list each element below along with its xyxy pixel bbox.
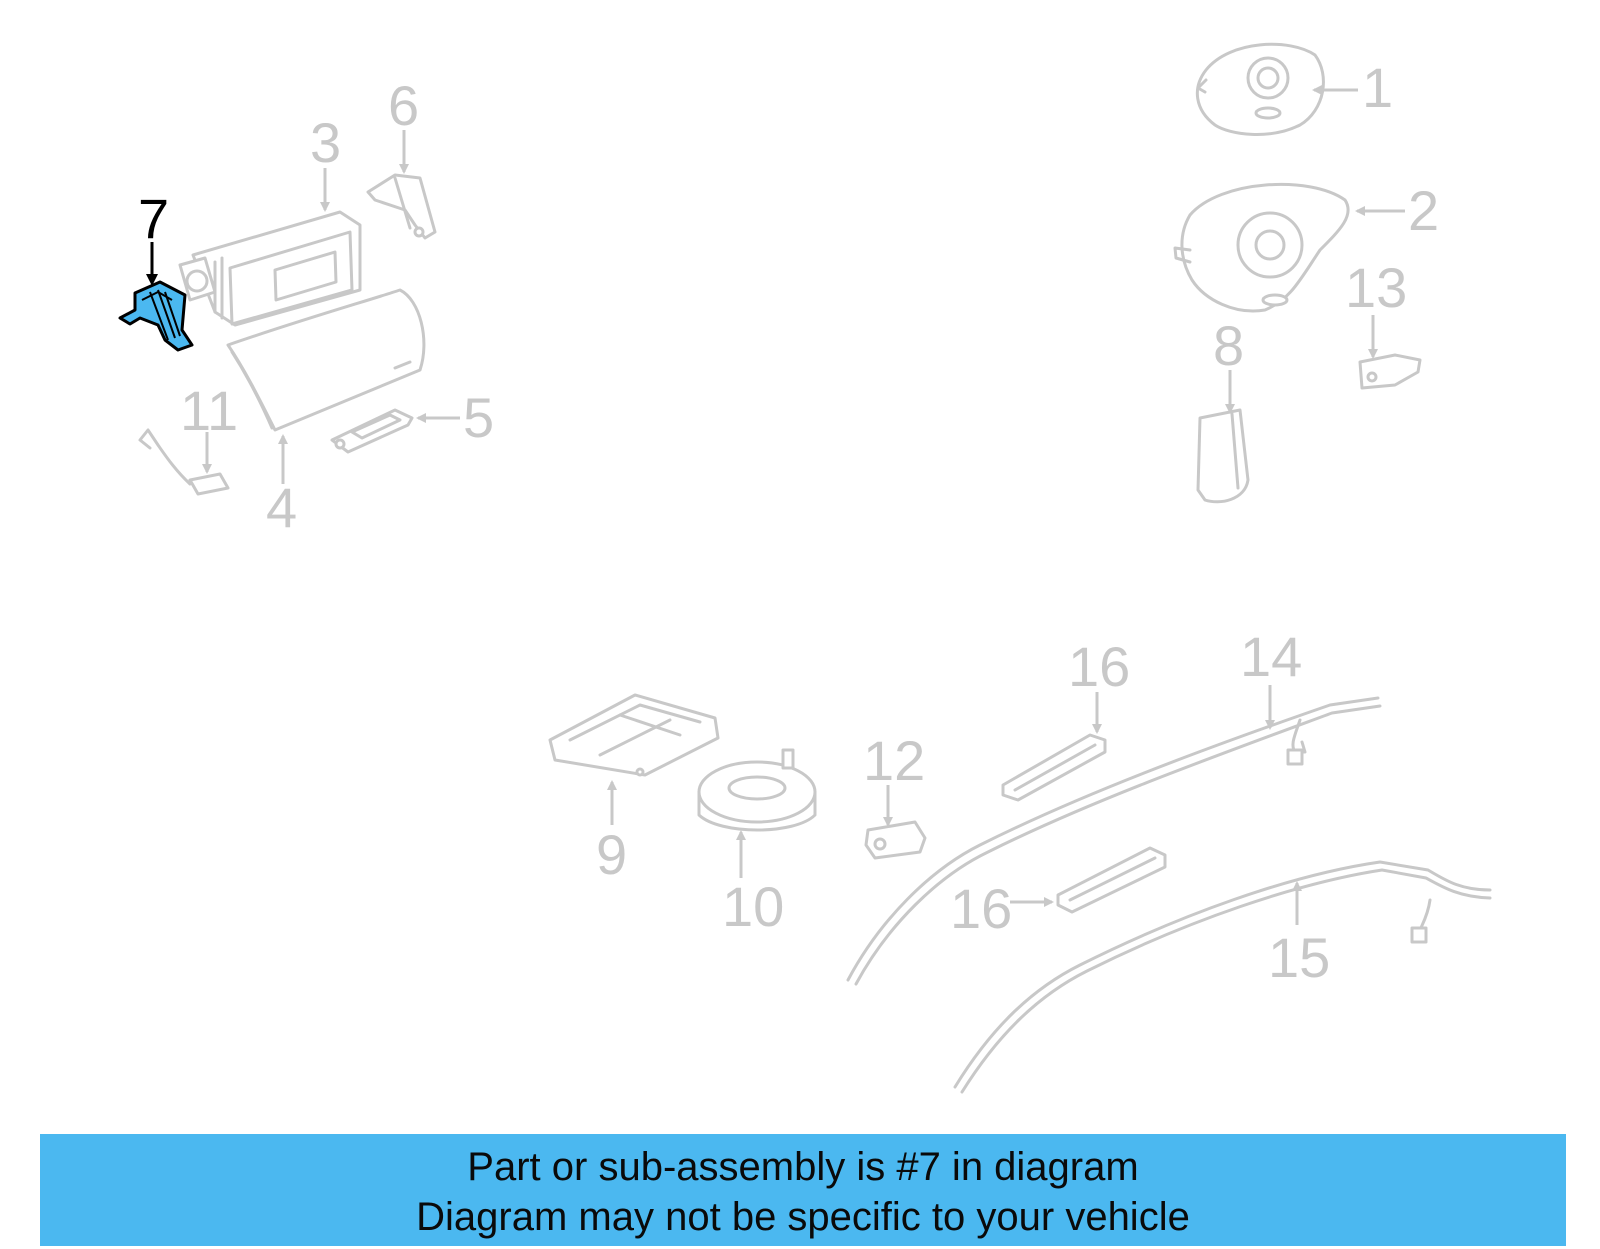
callout-7[interactable]: 7 bbox=[138, 187, 169, 250]
callout-11[interactable]: 11 bbox=[180, 379, 238, 442]
callout-3[interactable]: 3 bbox=[310, 111, 341, 174]
callout-12[interactable]: 12 bbox=[863, 729, 925, 792]
part-6-bracket[interactable] bbox=[366, 173, 437, 240]
callout-5[interactable]: 5 bbox=[463, 386, 494, 449]
part-10-clock-spring[interactable] bbox=[697, 748, 817, 832]
part-15-curtain-airbag[interactable] bbox=[953, 860, 1492, 1094]
callout-16-lower[interactable]: 16 bbox=[950, 877, 1012, 940]
part-8-side-airbag[interactable] bbox=[1196, 408, 1250, 504]
callout-14[interactable]: 14 bbox=[1240, 625, 1302, 688]
part-7-highlighted-bracket[interactable] bbox=[118, 280, 194, 352]
callout-16-upper[interactable]: 16 bbox=[1068, 635, 1130, 698]
callout-9[interactable]: 9 bbox=[596, 823, 627, 886]
part-16-trim-lower[interactable] bbox=[1056, 846, 1167, 914]
callout-4[interactable]: 4 bbox=[266, 476, 297, 539]
part-9-control-module[interactable] bbox=[548, 693, 720, 777]
callout-1[interactable]: 1 bbox=[1362, 56, 1393, 119]
callout-13[interactable]: 13 bbox=[1345, 256, 1407, 319]
info-banner: Part or sub-assembly is #7 in diagram Di… bbox=[40, 1134, 1566, 1246]
callout-15[interactable]: 15 bbox=[1268, 926, 1330, 989]
part-4-airbag-cover[interactable] bbox=[226, 288, 426, 432]
callout-2[interactable]: 2 bbox=[1408, 179, 1439, 242]
callout-6[interactable]: 6 bbox=[388, 74, 419, 137]
part-11-sensor[interactable] bbox=[138, 428, 230, 496]
part-2-steering-airbag[interactable] bbox=[1173, 182, 1350, 313]
part-3-passenger-airbag-module[interactable] bbox=[178, 210, 362, 327]
part-1-steering-airbag[interactable] bbox=[1195, 42, 1325, 136]
part-13-crash-sensor[interactable] bbox=[1358, 353, 1422, 390]
banner-line-1: Part or sub-assembly is #7 in diagram bbox=[467, 1145, 1139, 1189]
part-5-bracket[interactable] bbox=[330, 408, 414, 454]
part-16-trim-upper[interactable] bbox=[1001, 733, 1107, 802]
banner-line-2: Diagram may not be specific to your vehi… bbox=[416, 1195, 1190, 1239]
part-12-crash-sensor[interactable] bbox=[864, 820, 927, 860]
part-14-curtain-airbag[interactable] bbox=[846, 696, 1382, 986]
callout-8[interactable]: 8 bbox=[1213, 314, 1244, 377]
callout-10[interactable]: 10 bbox=[722, 875, 784, 938]
